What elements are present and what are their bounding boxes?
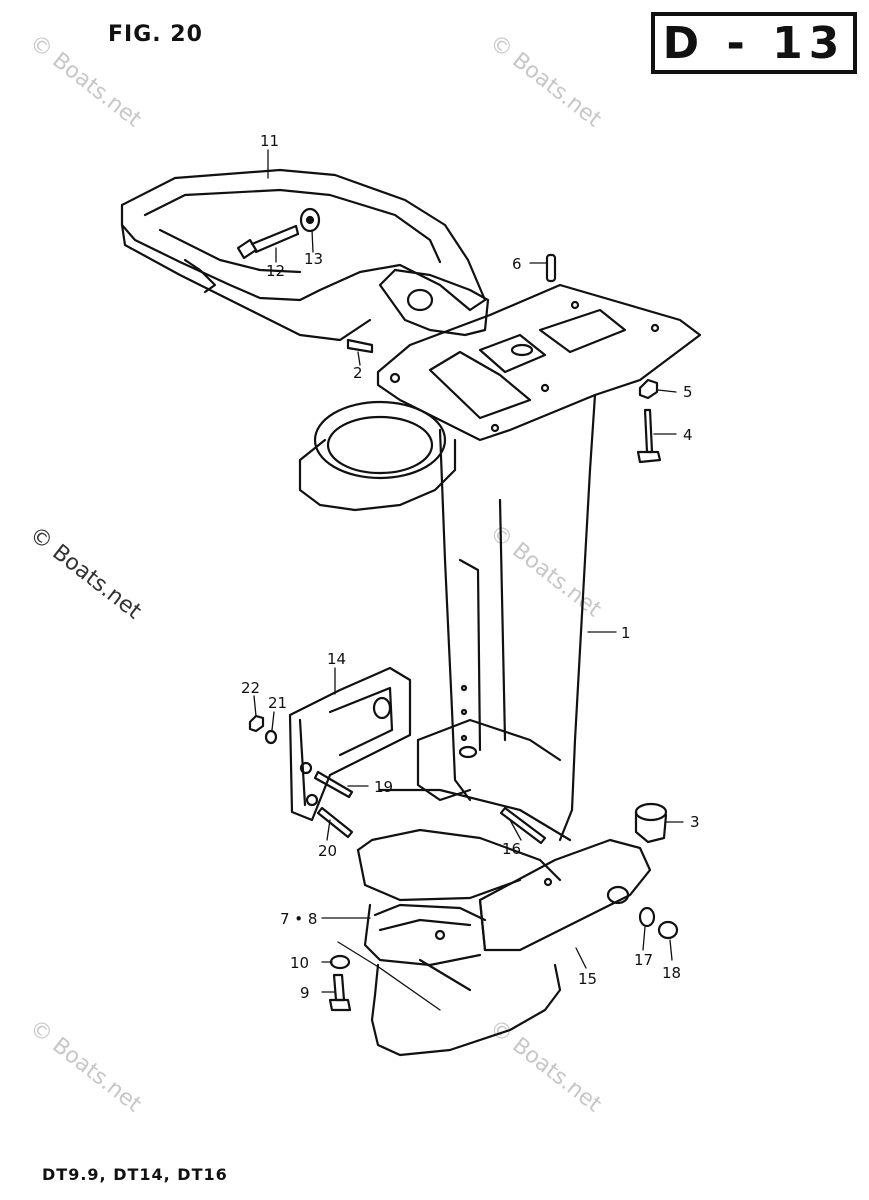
model-list: DT9.9, DT14, DT16 [42, 1165, 228, 1184]
page-code-box: D - 13 [651, 12, 857, 74]
part-5-nut [638, 378, 659, 400]
part-4-bolt [636, 408, 662, 464]
part-12-bolt [236, 224, 300, 260]
callout-4: 4 [683, 426, 693, 444]
callout-17: 17 [634, 951, 654, 969]
callout-2: 2 [353, 364, 363, 382]
part-14-side-bracket [288, 666, 412, 822]
callout-16: 16 [502, 840, 522, 858]
callout-6: 6 [512, 255, 522, 273]
callout-15: 15 [578, 970, 598, 988]
part-10-washer [329, 954, 351, 970]
part-21-washer [264, 729, 278, 745]
part-20-pin [316, 806, 354, 839]
part-2-dowel [346, 338, 374, 354]
part-7-8-lower-housing [356, 828, 562, 967]
callout-14: 14 [327, 650, 347, 668]
part-16-pin [499, 806, 547, 845]
callout-5: 5 [683, 383, 693, 401]
callout-21: 21 [268, 694, 288, 712]
callout-3: 3 [690, 813, 700, 831]
callout-18: 18 [662, 964, 682, 982]
callout-10: 10 [290, 954, 310, 972]
part-22-nut [248, 714, 265, 733]
callout-9: 9 [300, 984, 310, 1002]
part-11-upper-bracket [120, 168, 490, 342]
gear-case [370, 958, 562, 1057]
part-1-driveshaft-housing [298, 283, 702, 842]
callout-20: 20 [318, 842, 338, 860]
callout-22: 22 [241, 679, 261, 697]
callout-13: 13 [304, 250, 324, 268]
callout-11: 11 [260, 132, 280, 150]
callout-7-8: 7 • 8 [280, 910, 318, 928]
part-3-bushing [634, 802, 668, 844]
part-15-anti-ventilation [478, 838, 652, 952]
part-18-plug [657, 920, 679, 940]
part-13-washer [299, 207, 321, 233]
part-19-pin [313, 770, 354, 799]
callout-19: 19 [374, 778, 394, 796]
part-6-pin [545, 253, 557, 283]
part-17-washer [638, 906, 656, 928]
callout-12: 12 [266, 262, 286, 280]
part-9-bolt [328, 973, 352, 1012]
callout-1: 1 [621, 624, 631, 642]
figure-title: FIG. 20 [108, 22, 203, 47]
